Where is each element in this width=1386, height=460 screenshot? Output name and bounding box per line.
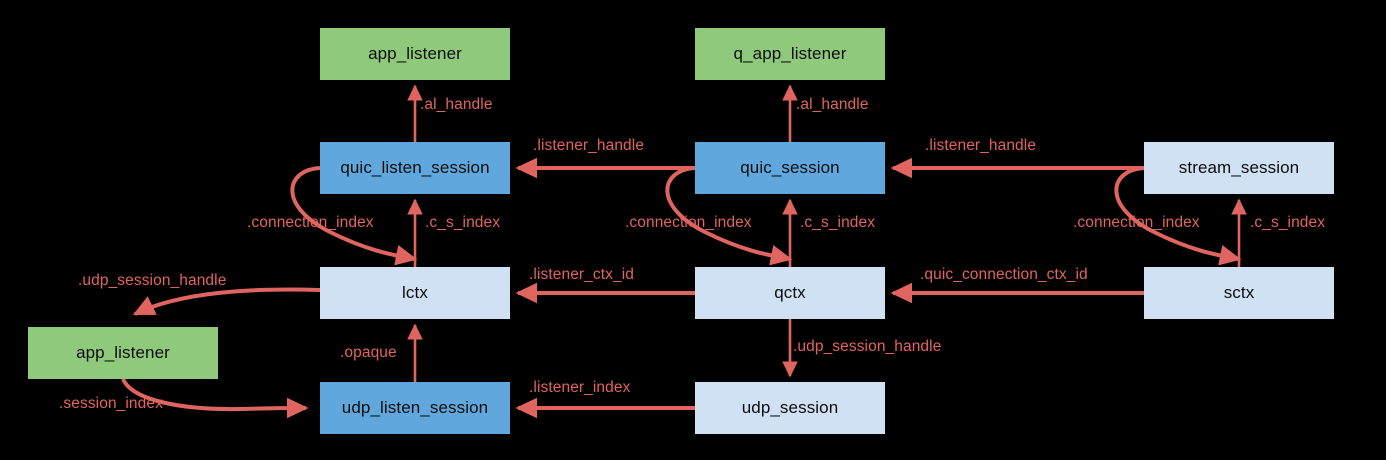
edge-label-c-s-index-mid: .c_s_index <box>800 214 876 231</box>
node-q-app-listener[interactable]: q_app_listener <box>695 28 885 80</box>
edge-label-quic-connection-ctx-id: .quic_connection_ctx_id <box>920 266 1088 283</box>
edge-udp-session-handle-left <box>132 287 321 316</box>
edge-connection-index-left <box>290 166 418 266</box>
edge-label-c-s-index-right: .c_s_index <box>1250 214 1326 231</box>
node-stream-session[interactable]: stream_session <box>1144 142 1334 194</box>
edge-label-listener-handle-mid: .listener_handle <box>533 137 645 154</box>
edge-label-opaque: .opaque <box>340 344 397 361</box>
edge-label-listener-handle-right: .listener_handle <box>925 137 1037 154</box>
edge-label-connection-index-right: .connection_index <box>1073 214 1200 231</box>
node-label: app_listener <box>76 343 170 362</box>
node-label: quic_session <box>740 158 840 177</box>
edge-label-session-index: .session_index <box>59 395 163 412</box>
node-udp-listen-session[interactable]: udp_listen_session <box>320 382 510 434</box>
edge-label-al-handle-left: .al_handle <box>420 96 493 113</box>
edge-label-listener-index: .listener_index <box>529 379 631 396</box>
edge-connection-index-mid <box>665 166 793 266</box>
node-label: udp_session <box>741 398 839 417</box>
node-quic-listen-session[interactable]: quic_listen_session <box>320 142 510 194</box>
node-label: q_app_listener <box>733 44 847 63</box>
node-sctx[interactable]: sctx <box>1144 267 1334 319</box>
node-label: lctx <box>402 283 428 302</box>
node-app-listener-top[interactable]: app_listener <box>320 28 510 80</box>
edge-label-connection-index-mid: .connection_index <box>625 214 752 231</box>
node-label: stream_session <box>1178 158 1300 177</box>
edge-session-index <box>121 378 309 419</box>
edge-label-udp-session-handle-left: .udp_session_handle <box>78 272 227 289</box>
node-qctx[interactable]: qctx <box>695 267 885 319</box>
edge-label-al-handle-right: .al_handle <box>796 96 869 113</box>
edge-label-connection-index-left: .connection_index <box>247 214 374 231</box>
node-label: quic_listen_session <box>340 158 490 177</box>
edge-label-c-s-index-left: .c_s_index <box>425 214 501 231</box>
edge-connection-index-right <box>1114 166 1242 266</box>
node-label: qctx <box>774 283 806 302</box>
node-label: sctx <box>1223 283 1255 302</box>
node-app-listener-bottom[interactable]: app_listener <box>28 327 218 379</box>
edge-label-udp-session-handle-mid: .udp_session_handle <box>793 338 942 355</box>
edge-label-listener-ctx-id: .listener_ctx_id <box>529 266 634 283</box>
node-quic-session[interactable]: quic_session <box>695 142 885 194</box>
node-label: app_listener <box>368 44 462 63</box>
node-label: udp_listen_session <box>341 398 489 417</box>
node-udp-session[interactable]: udp_session <box>695 382 885 434</box>
node-lctx[interactable]: lctx <box>320 267 510 319</box>
